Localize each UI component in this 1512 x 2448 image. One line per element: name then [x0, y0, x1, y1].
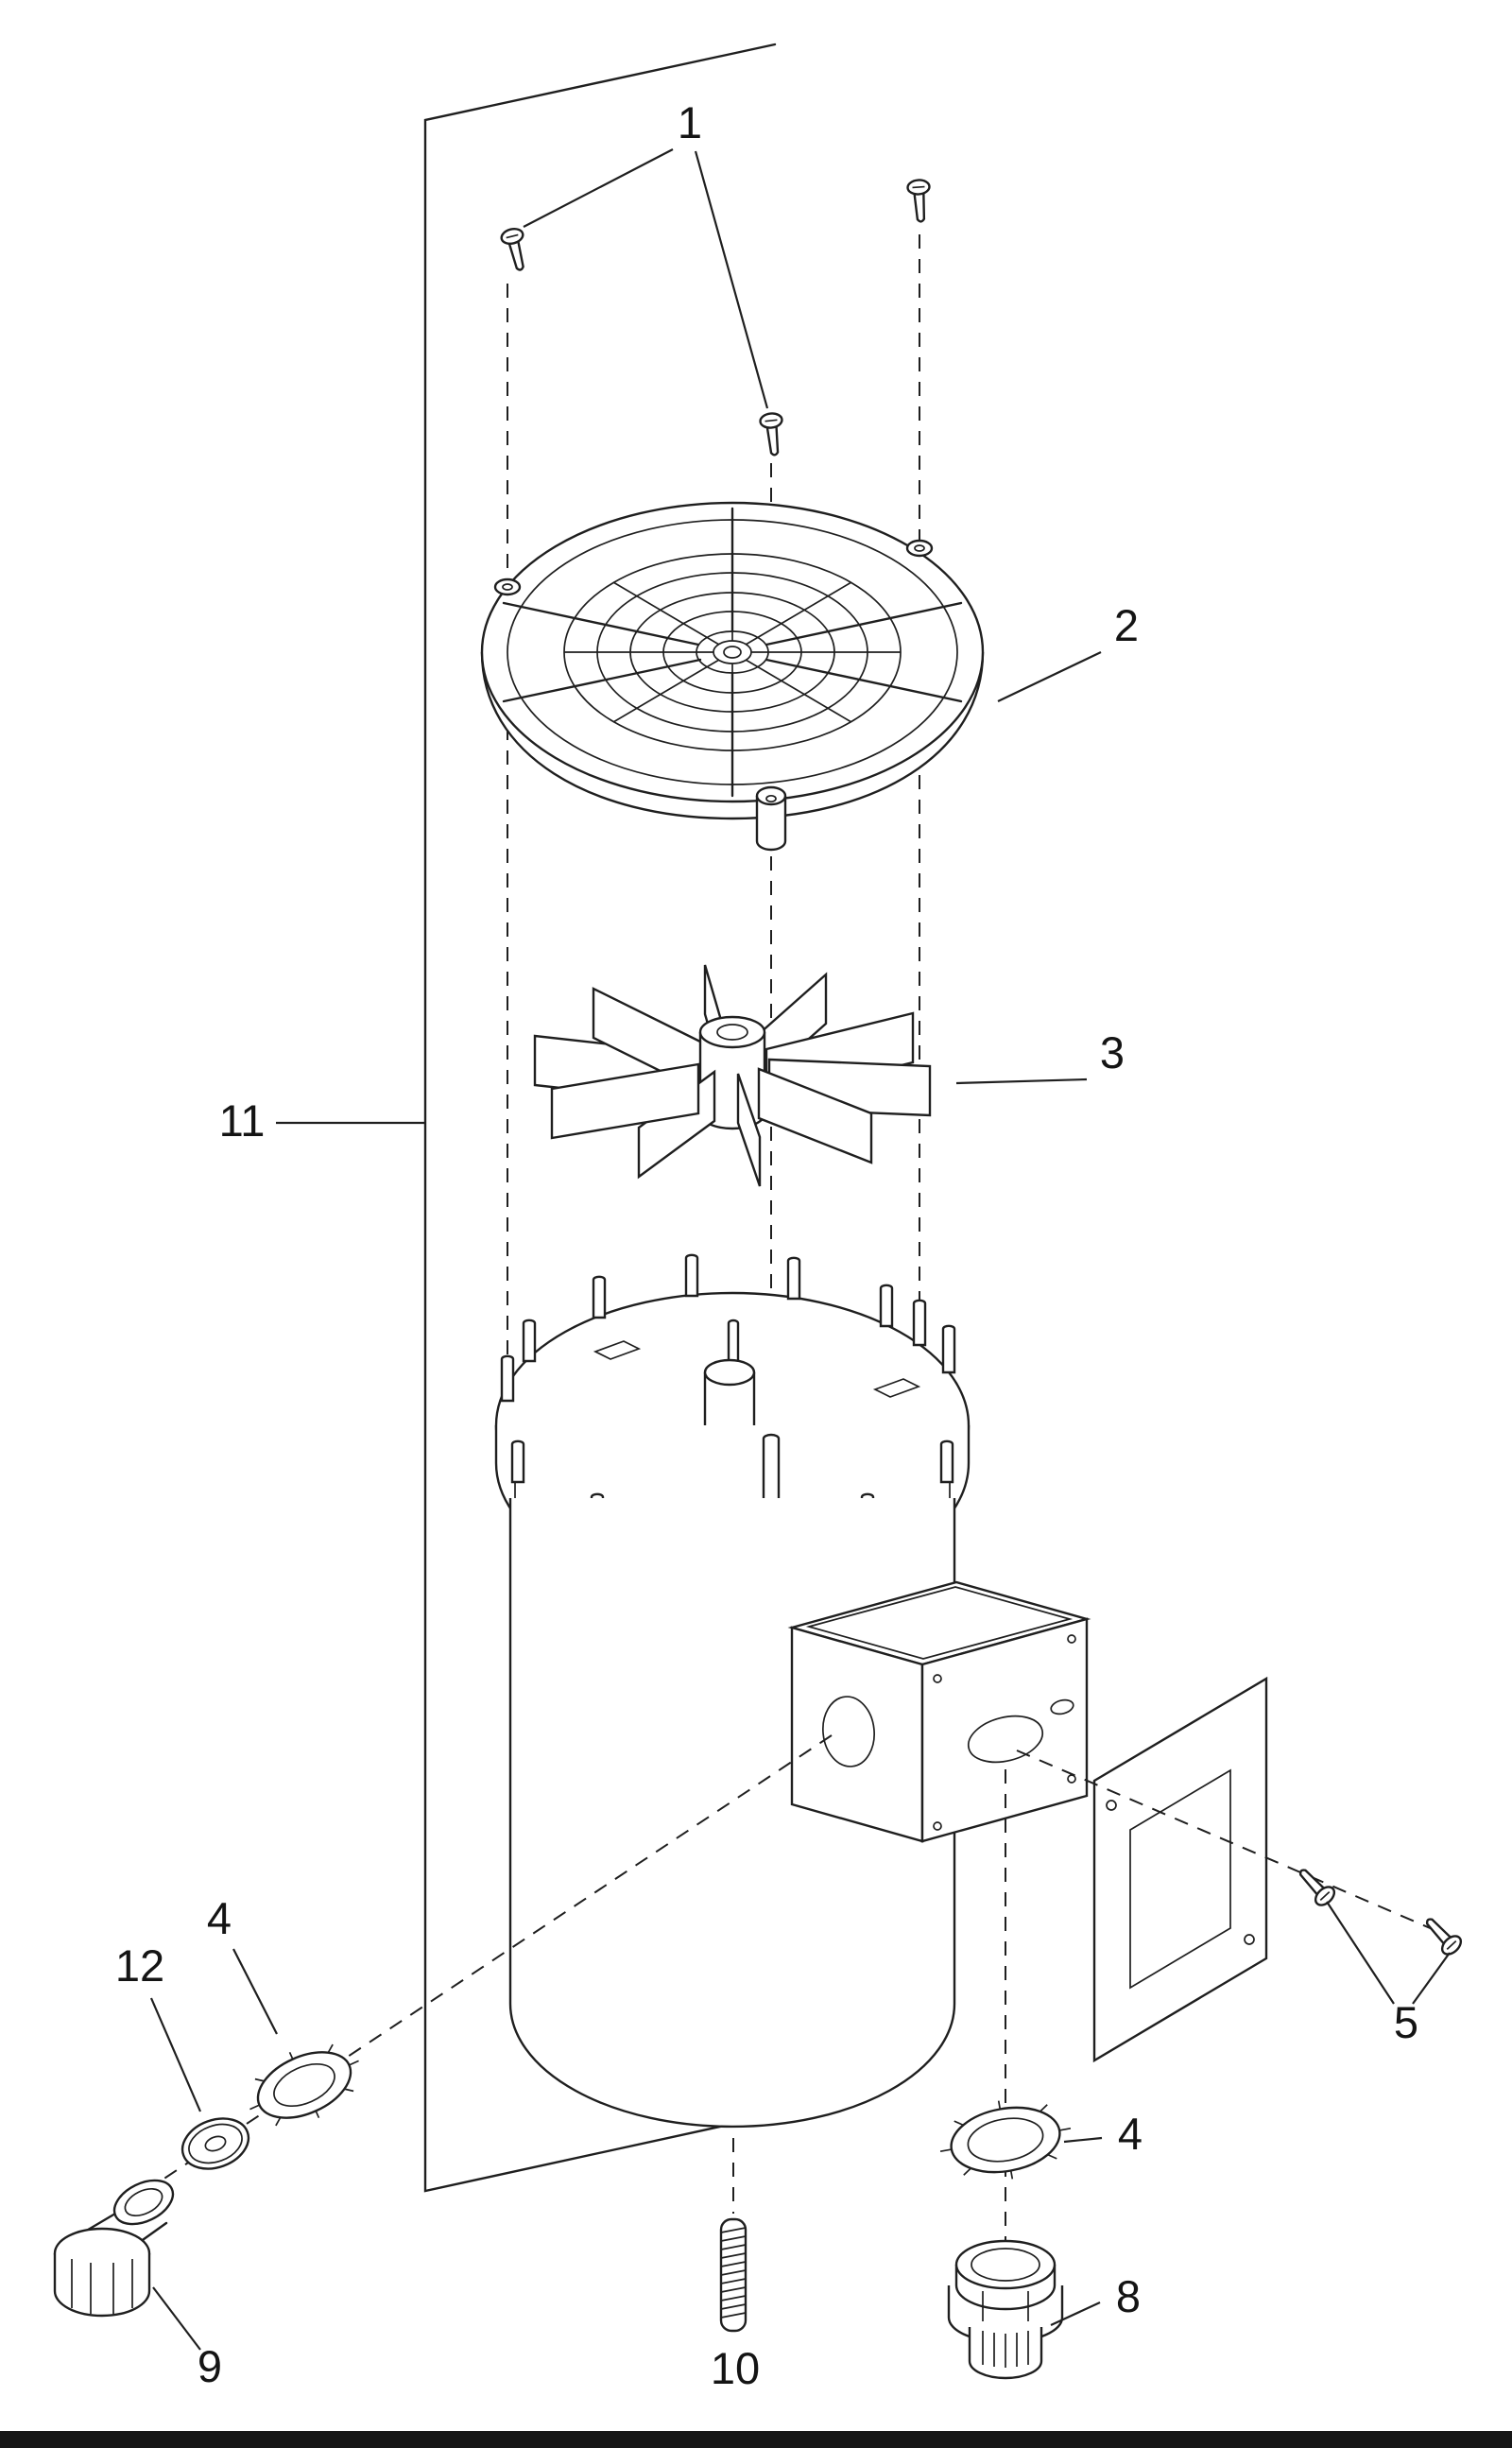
sealing-washer [180, 2117, 250, 2170]
part-label-11: 11 [219, 1095, 266, 1146]
part-label-9: 9 [198, 2341, 222, 2391]
screw-part5-left [1292, 1862, 1339, 1910]
elbow-fitting [53, 2179, 175, 2318]
cable-gland [947, 2239, 1064, 2380]
callout-11: 11 [219, 1095, 425, 1146]
footer-bar [0, 2431, 1512, 2448]
terminal-box [787, 1580, 1091, 1843]
callout-3: 3 [955, 1027, 1125, 1085]
callout-12: 12 [115, 1940, 202, 2112]
callout-2: 2 [997, 600, 1139, 702]
cover-front-boss [755, 785, 787, 852]
cover-screw-lug-right [905, 539, 934, 558]
conduit-hole-front [822, 1696, 875, 1767]
part-label-4-right: 4 [1118, 2109, 1143, 2159]
callout-8: 8 [1050, 2271, 1141, 2326]
part-label-10: 10 [711, 2343, 760, 2393]
callout-10: 10 [711, 2343, 760, 2393]
callout-1: 1 [523, 97, 769, 409]
cover-plate [1092, 1676, 1268, 2063]
part-label-12: 12 [115, 1940, 164, 1991]
callout-9: 9 [152, 2286, 222, 2391]
part-label-3: 3 [1100, 1027, 1125, 1077]
locknut-left [249, 2043, 359, 2127]
part-label-5: 5 [1394, 1997, 1418, 2047]
callout-4-left: 4 [207, 1893, 278, 2035]
screw-part5-right [1418, 1911, 1466, 1959]
screw-part1-left [498, 225, 533, 274]
callout-4-right: 4 [1063, 2109, 1143, 2159]
threaded-rod [719, 2217, 747, 2333]
fan-cover [480, 501, 985, 852]
part-label-1: 1 [678, 97, 702, 147]
screw-part1-right [905, 178, 934, 224]
locknut-right [939, 2100, 1072, 2180]
screw-part1-middle [758, 411, 787, 457]
terminal-box-front-face [790, 1626, 924, 1843]
fan-blades-front [550, 1058, 932, 1187]
end-shield-studs-back [500, 1253, 956, 1403]
plate-screw-dashed-line [1016, 1750, 1462, 1942]
part-label-2: 2 [1114, 600, 1139, 650]
cover-screw-lug-left [493, 578, 522, 596]
bracket-line-11 [423, 43, 777, 2193]
fan-impeller [533, 964, 932, 1187]
callout-5: 5 [1326, 1901, 1451, 2047]
alignment-dashed-lines-bottom [139, 1734, 1006, 2255]
conduit-hole-right [967, 1715, 1044, 1764]
terminal-box-right-face [920, 1617, 1089, 1843]
part-label-8: 8 [1116, 2271, 1141, 2321]
part-label-4-left: 4 [207, 1893, 232, 1943]
shaft-key-pin [727, 1319, 740, 1371]
grille-spokes [502, 507, 963, 798]
